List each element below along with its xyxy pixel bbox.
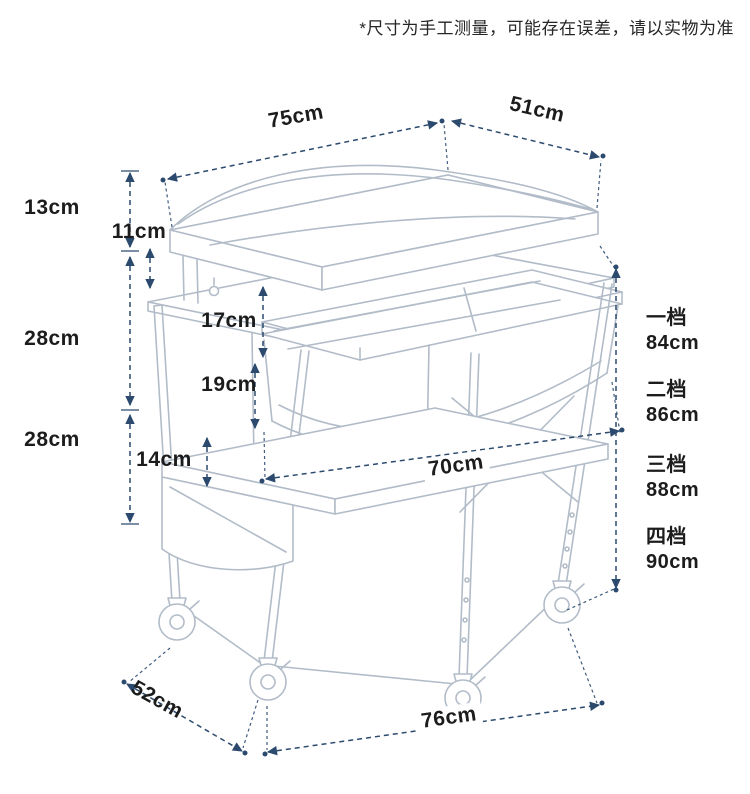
caster-wheel-icon xyxy=(543,580,585,624)
dim-label-pad-height: 13cm xyxy=(24,196,80,219)
height-level-label: 三档 xyxy=(646,454,687,476)
hook-knob xyxy=(208,285,220,297)
dimension-lines xyxy=(125,118,621,756)
disclaimer-text: *尺寸为手工测量，可能存在误差，请以实物为准 xyxy=(359,19,734,38)
dim-label-upper-section: 28cm xyxy=(24,327,80,350)
height-level-value: 88cm xyxy=(646,479,700,501)
product-sketch xyxy=(147,164,623,717)
dim-label-rail-gap: 11cm xyxy=(111,220,167,243)
height-adjust-holes xyxy=(461,512,575,643)
caster-wheel-icon xyxy=(249,657,291,701)
height-level-item: 四档 90cm xyxy=(646,525,699,575)
height-level-item: 二档 86cm xyxy=(646,378,699,428)
height-level-item: 一档 84cm xyxy=(646,306,699,356)
basket-sketch xyxy=(261,269,623,449)
caster-wheel-icon xyxy=(158,597,200,641)
dim-label-lower-section: 28cm xyxy=(24,428,80,451)
height-level-label: 四档 xyxy=(646,526,687,548)
height-level-label: 二档 xyxy=(646,379,687,401)
height-level-value: 90cm xyxy=(646,551,700,573)
endpoint-dots xyxy=(121,118,625,757)
dimension-ticks xyxy=(121,170,139,525)
height-level-value: 84cm xyxy=(646,332,700,354)
height-level-item: 三档 88cm xyxy=(646,453,699,503)
height-level-label: 一档 xyxy=(646,307,687,329)
dim-label-basket-upper: 17cm xyxy=(201,309,257,332)
height-level-value: 86cm xyxy=(646,404,700,426)
extension-lines xyxy=(128,123,621,750)
dim-label-basket-lower: 19cm xyxy=(201,373,257,396)
base-bars-sketch xyxy=(179,597,557,685)
lower-shelf-sketch xyxy=(161,407,609,571)
dim-label-shelf-height: 14cm xyxy=(136,448,192,471)
